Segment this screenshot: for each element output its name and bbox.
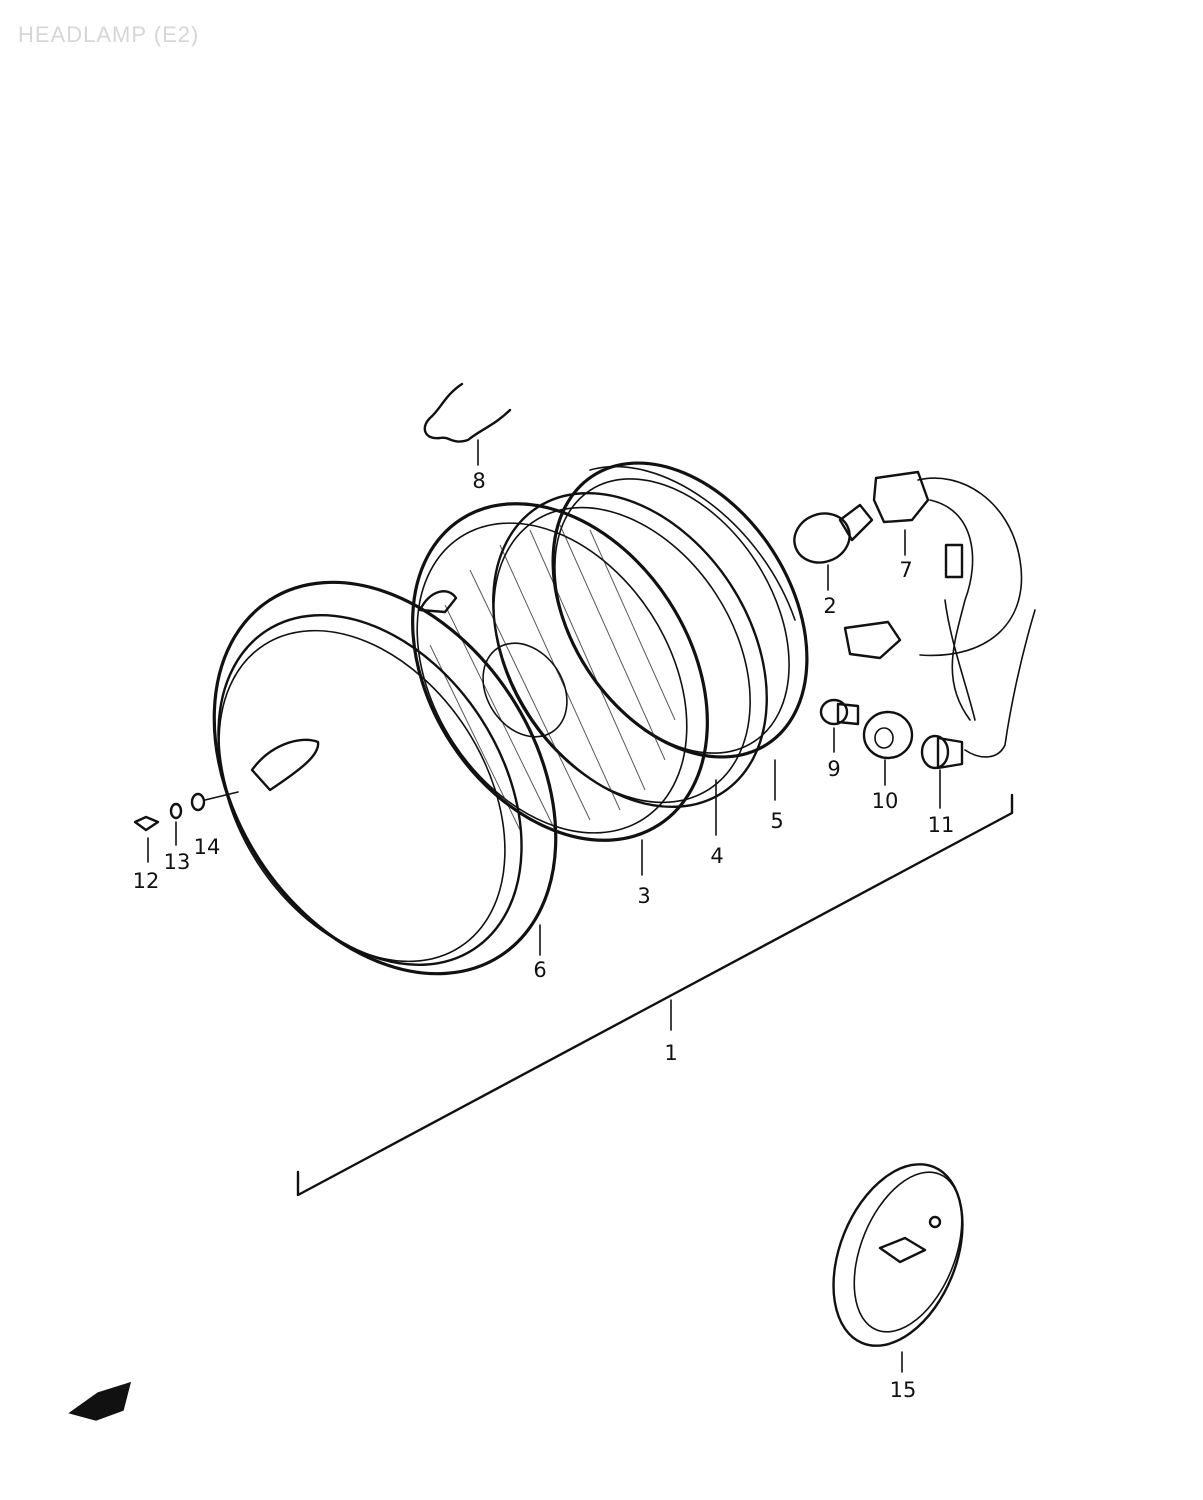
- callout-6: 6: [533, 958, 546, 982]
- part-socket-wiring: [843, 470, 1036, 758]
- part-nut: [190, 791, 239, 812]
- callout-15: 15: [890, 1378, 917, 1402]
- assembly-bracket: [296, 793, 1014, 1197]
- callout-1: 1: [664, 1041, 677, 1065]
- part-bulb: [793, 503, 874, 591]
- part-grommet: [862, 710, 914, 786]
- part-housing: [551, 461, 809, 801]
- part-reflector: [832, 1163, 964, 1373]
- callout-8: 8: [472, 469, 485, 493]
- callout-11: 11: [928, 813, 955, 837]
- callout-13: 13: [164, 850, 191, 874]
- callout-4: 4: [710, 844, 723, 868]
- part-screw: [133, 815, 160, 863]
- callout-3: 3: [637, 884, 650, 908]
- callout-7: 7: [899, 558, 912, 582]
- part-small-bulb: [819, 698, 860, 753]
- part-spring-clip: [423, 382, 512, 466]
- callout-14: 14: [194, 835, 221, 859]
- callout-12: 12: [133, 869, 160, 893]
- part-lens-unit: [411, 502, 709, 876]
- diagram-title: HEADLAMP (E2): [18, 22, 200, 47]
- part-ring: [492, 491, 768, 836]
- part-rim: [212, 580, 558, 976]
- part-small-socket: [920, 734, 964, 809]
- callout-2: 2: [823, 594, 836, 618]
- front-arrow-icon: [68, 1381, 132, 1421]
- callout-5: 5: [770, 809, 783, 833]
- part-washer: [169, 802, 183, 846]
- callout-10: 10: [872, 789, 899, 813]
- callout-9: 9: [827, 757, 840, 781]
